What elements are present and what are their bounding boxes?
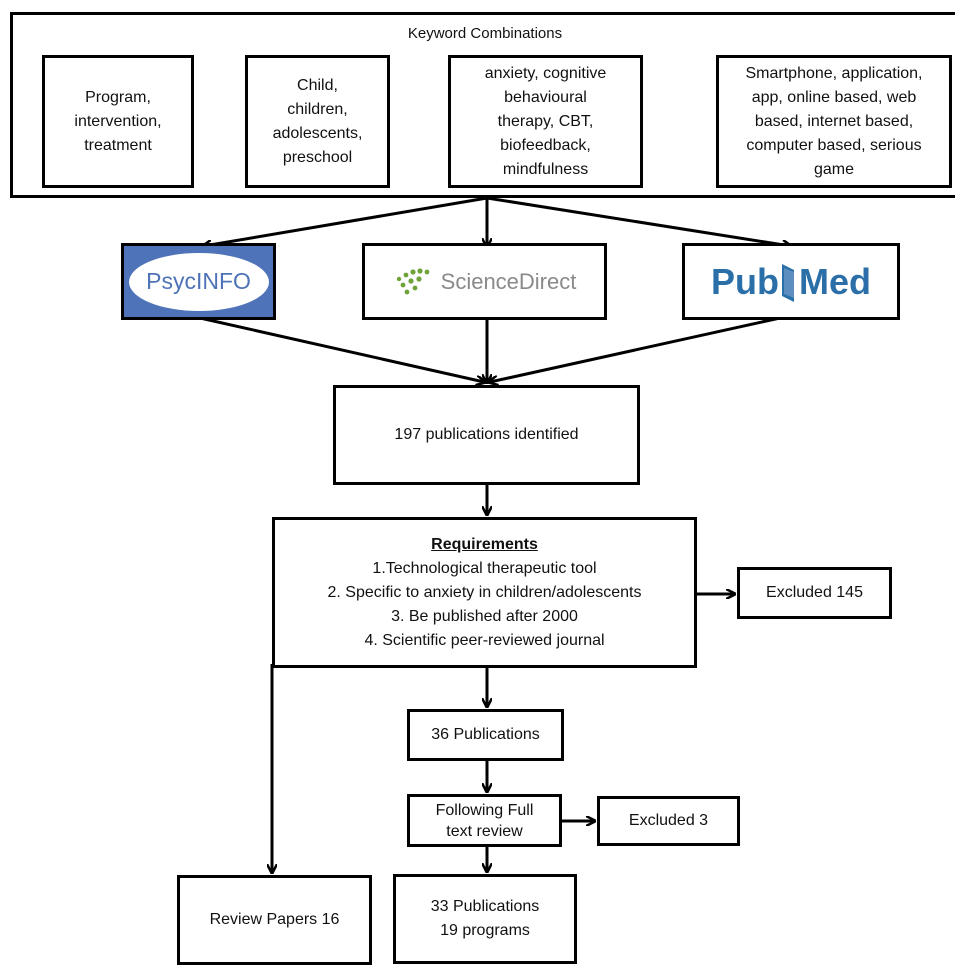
keyword-text: anxiety, cognitive (484, 64, 607, 82)
publications-36-text: 36 Publications (431, 726, 540, 743)
keyword-text: game (813, 160, 855, 178)
excluded-145-text: Excluded 145 (766, 584, 863, 601)
requirement-item: 3. Be published after 2000 (391, 607, 578, 625)
keyword-combinations-title: Keyword Combinations (407, 25, 563, 42)
review-papers-box: Review Papers 16 (177, 875, 372, 965)
sciencedirect-dots-icon (396, 267, 430, 294)
final-programs-line: 19 programs (440, 922, 530, 939)
sciencedirect-logo: ScienceDirect (362, 243, 607, 320)
publications-36-box: 36 Publications (407, 709, 564, 761)
requirement-item: 4. Scientific peer-reviewed journal (364, 631, 605, 649)
pubmed-book-icon (782, 263, 794, 302)
final-publications-line: 33 Publications (430, 898, 540, 915)
keyword-text: children, (287, 100, 348, 118)
excluded-145-box: Excluded 145 (737, 567, 892, 619)
keyword-group-anxiety: anxiety, cognitive behavioural therapy, … (448, 55, 643, 188)
excluded-3-text: Excluded 3 (628, 812, 709, 829)
review-papers-text: Review Papers 16 (209, 911, 340, 928)
keyword-group-smartphone: Smartphone, application, app, online bas… (716, 55, 952, 188)
full-text-review-line: Following Full (435, 801, 534, 819)
identified-text: 197 publications identified (394, 426, 579, 443)
keyword-text: preschool (282, 148, 353, 166)
arrow-keywords-to-psycinfo (204, 196, 488, 246)
keyword-text: app, online based, web (751, 88, 917, 106)
keyword-text: intervention, (74, 112, 162, 130)
full-text-review-line: text review (446, 822, 523, 840)
pubmed-logo: Pub Med (682, 243, 900, 320)
keyword-text: behavioural (504, 88, 587, 106)
psycinfo-logo: PsycINFO (121, 243, 276, 320)
arrow-pubmed-to-identified (490, 316, 781, 382)
arrow-psycinfo-to-identified (199, 316, 484, 382)
requirements-box: Requirements 1.Technological therapeutic… (272, 517, 697, 668)
pubmed-label-pub: Pub (711, 260, 779, 302)
full-text-review-box: Following Full text review (407, 794, 562, 847)
keyword-text: computer based, serious (746, 136, 922, 154)
keyword-text: treatment (84, 136, 152, 154)
keyword-group-child: Child, children, adolescents, preschool (245, 55, 390, 188)
keyword-text: Child, (297, 76, 338, 94)
keyword-combinations-panel: Keyword Combinations (10, 12, 955, 198)
identified-box: 197 publications identified (333, 385, 640, 485)
final-publications-box: 33 Publications 19 programs (393, 874, 577, 964)
keyword-text: therapy, CBT, (497, 112, 594, 130)
keyword-text: biofeedback, (500, 136, 591, 154)
keyword-group-program: Program, intervention, treatment (42, 55, 194, 188)
excluded-3-box: Excluded 3 (597, 796, 740, 846)
sciencedirect-label: ScienceDirect (440, 268, 577, 294)
keyword-text: adolescents, (272, 124, 363, 142)
keyword-text: Program, (85, 88, 151, 106)
requirement-item: 2. Specific to anxiety in children/adole… (327, 583, 642, 601)
arrow-keywords-to-pubmed (486, 196, 790, 246)
requirement-item: 1.Technological therapeutic tool (372, 559, 597, 577)
keyword-text: based, internet based, (754, 112, 914, 130)
pubmed-label-med: Med (799, 260, 871, 302)
requirements-title: Requirements (431, 535, 538, 553)
keyword-text: Smartphone, application, (745, 64, 923, 82)
psycinfo-label: PsycINFO (146, 268, 251, 294)
keyword-text: mindfulness (502, 160, 589, 178)
